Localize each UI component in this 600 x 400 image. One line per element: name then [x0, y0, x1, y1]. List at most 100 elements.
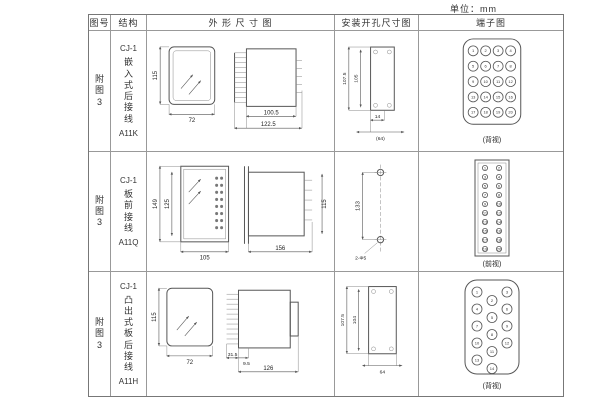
svg-text:8: 8 — [491, 332, 494, 337]
dim-inner-height: 125 — [165, 198, 171, 209]
col-header-structure: 结构 — [111, 15, 147, 31]
dim-body-depth: 156 — [275, 246, 286, 252]
svg-text:5: 5 — [472, 64, 475, 69]
svg-text:11: 11 — [496, 79, 500, 84]
svg-text:13: 13 — [471, 94, 476, 99]
dim-install-w: 64 — [380, 370, 386, 376]
outline-drawing-a11h: 115 72 31.5 9.5 126 — [152, 287, 299, 373]
spec-table: 图号 结构 外 形 尺 寸 图 安装开孔尺寸图 端子图 附图3 CJ-1 嵌入式… — [88, 14, 564, 397]
dim-hole-spacing: 133 — [356, 200, 362, 211]
svg-text:14: 14 — [497, 219, 502, 224]
model-code-label: A11K — [119, 128, 138, 138]
fig-no-cell-row1: 附图3 — [89, 31, 111, 152]
side-view: 31.5 9.5 126 — [225, 289, 299, 373]
svg-text:14: 14 — [490, 366, 495, 371]
svg-text:7: 7 — [497, 64, 499, 69]
svg-text:17: 17 — [471, 110, 475, 115]
fig-no-label: 附图3 — [94, 74, 104, 107]
svg-text:2: 2 — [491, 298, 494, 303]
install-drawing-a11h: 107.5 104 64 — [340, 285, 403, 376]
svg-text:19: 19 — [483, 246, 488, 251]
dim-install-outer-h: 107.5 — [342, 72, 348, 85]
hole-size-label: 2-Φ5 — [355, 255, 366, 261]
dim-install-inner-h: 105 — [354, 74, 360, 82]
svg-text:15: 15 — [483, 228, 488, 233]
dim-total-depth: 126 — [263, 366, 274, 372]
svg-text:10: 10 — [483, 79, 488, 84]
svg-text:9: 9 — [484, 201, 487, 206]
side-view: 156 115 — [243, 166, 328, 253]
svg-text:2: 2 — [498, 165, 501, 170]
dim-front-width: 72 — [186, 360, 193, 366]
svg-text:12: 12 — [508, 79, 512, 84]
svg-text:13: 13 — [483, 219, 488, 224]
terminal-view-caption: (前视) — [483, 259, 502, 268]
svg-text:4: 4 — [498, 174, 501, 179]
svg-text:3: 3 — [497, 48, 500, 53]
terminal-view-caption: (背视) — [483, 381, 502, 390]
svg-text:1: 1 — [472, 48, 474, 53]
svg-text:9: 9 — [472, 79, 475, 84]
col-header-fig-no: 图号 — [89, 15, 111, 31]
dim-front-height: 149 — [153, 198, 159, 209]
terminal-view-caption: (背视) — [483, 135, 502, 144]
svg-text:1: 1 — [476, 289, 479, 294]
dim-fin-depth: 31.5 — [228, 352, 238, 358]
svg-text:8: 8 — [498, 192, 501, 197]
svg-text:3: 3 — [484, 174, 487, 179]
svg-text:18: 18 — [497, 237, 502, 242]
svg-text:6: 6 — [485, 64, 488, 69]
model-code-label: A11H — [118, 377, 139, 387]
svg-text:20: 20 — [508, 110, 513, 115]
model-code-label: A11Q — [118, 238, 139, 247]
model-label: CJ-1 — [120, 176, 137, 185]
col-header-outline-dims: 外 形 尺 寸 图 — [147, 15, 335, 31]
svg-text:4: 4 — [476, 306, 479, 311]
structure-cell-a11q: CJ-1 板前接线 A11Q — [111, 152, 147, 272]
svg-text:15: 15 — [496, 94, 501, 99]
side-view: 100.5 122.5 — [233, 48, 303, 130]
outline-drawing-cell-a11q: 149 125 105 156 115 — [147, 152, 335, 272]
svg-text:16: 16 — [508, 94, 513, 99]
dim-front-height: 115 — [153, 70, 159, 80]
svg-text:19: 19 — [496, 110, 501, 115]
outline-drawing-cell-a11h: 115 72 31.5 9.5 126 — [147, 272, 335, 396]
svg-text:13: 13 — [475, 357, 480, 362]
dim-install-w1: 14 — [375, 114, 381, 120]
svg-text:5: 5 — [484, 183, 487, 188]
install-drawing-cell-a11k: 107.5 105 14 (64) — [335, 31, 419, 152]
col-header-install-dims: 安装开孔尺寸图 — [335, 15, 419, 31]
structure-cell-a11k: CJ-1 嵌入式后接线 A11K — [111, 31, 147, 152]
outline-drawing-cell-a11k: 115 72 100.5 122.5 — [147, 31, 335, 152]
structure-cell-a11h: CJ-1 凸出式板后接线 A11H — [111, 272, 147, 396]
model-label: CJ-1 — [120, 44, 137, 54]
install-drawing-a11k: 107.5 105 14 (64) — [342, 46, 405, 142]
svg-text:17: 17 — [483, 237, 488, 242]
fig-no-cell-row2: 附图3 — [89, 152, 111, 272]
svg-text:7: 7 — [476, 323, 479, 328]
svg-text:16: 16 — [497, 228, 502, 233]
svg-text:8: 8 — [510, 64, 513, 69]
dim-front-height: 115 — [152, 312, 158, 322]
dim-front-width: 105 — [200, 256, 211, 262]
mount-type-label: 板前接线 — [123, 189, 133, 233]
dim-body-depth: 100.5 — [264, 110, 280, 116]
svg-text:2: 2 — [485, 48, 487, 53]
dim-install-outer-h: 107.5 — [340, 314, 346, 327]
header-label: 端子图 — [475, 18, 506, 28]
dim-install-w2: (64) — [376, 136, 385, 142]
svg-text:9: 9 — [506, 323, 509, 328]
outline-drawing-a11k: 115 72 100.5 122.5 — [153, 46, 303, 130]
header-label: 安装开孔尺寸图 — [341, 18, 412, 28]
fig-no-label: 附图3 — [94, 194, 104, 228]
dim-install-inner-h: 104 — [352, 316, 358, 324]
mount-type-label: 凸出式板后接线 — [123, 294, 133, 373]
svg-text:5: 5 — [491, 315, 494, 320]
